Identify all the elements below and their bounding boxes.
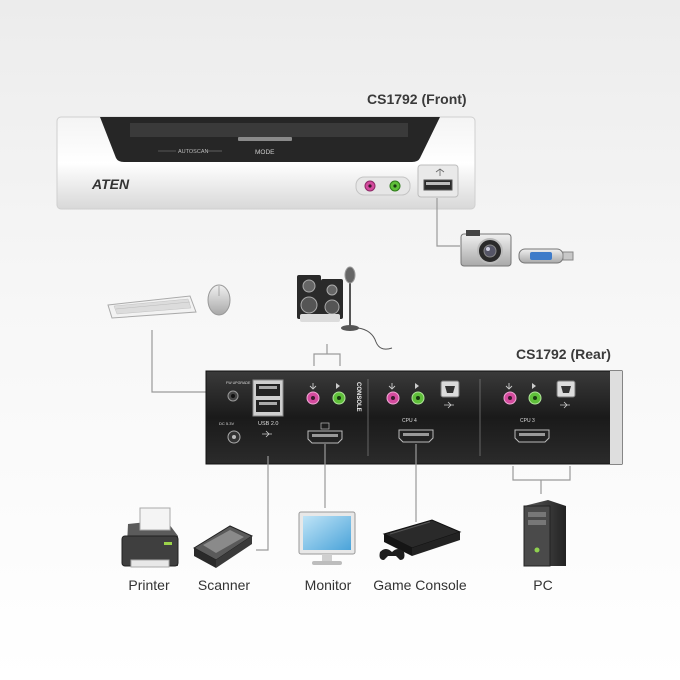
microphone-icon bbox=[341, 266, 393, 350]
console-speaker-symbol-icon bbox=[336, 383, 340, 389]
cpu4-label: CPU 4 bbox=[402, 418, 417, 424]
scanner-icon bbox=[193, 525, 254, 568]
cpu3-label: CPU 3 bbox=[520, 418, 535, 424]
printer-icon bbox=[121, 507, 179, 568]
game-console-icon bbox=[379, 519, 462, 560]
cpu4-speaker-symbol-icon bbox=[415, 383, 419, 389]
monitor-icon bbox=[298, 511, 356, 565]
camera-icon bbox=[460, 230, 512, 267]
cpu3-speaker-symbol-icon bbox=[532, 383, 536, 389]
autoscan-label: AUTOSCAN bbox=[178, 149, 208, 155]
cpu4-usb-symbol-icon bbox=[444, 401, 454, 409]
console-mic-symbol-icon bbox=[309, 383, 317, 390]
mouse-icon bbox=[207, 284, 231, 316]
usb-hub-port-2 bbox=[256, 400, 280, 412]
cpu3-usb-symbol-icon bbox=[560, 401, 570, 409]
front-display-window bbox=[130, 123, 408, 137]
usb-symbol-icon bbox=[262, 430, 272, 438]
pc-tower-icon bbox=[523, 500, 566, 567]
front-usb-connector-line bbox=[436, 198, 460, 247]
front-usb-icon bbox=[435, 168, 445, 176]
mode-label: MODE bbox=[255, 149, 275, 156]
keyboard-mouse-connector-line bbox=[151, 330, 208, 393]
rear-panel: FW UPGRADE DC 5.3V USB 2.0 CONSOLE bbox=[205, 370, 623, 465]
pc-label: PC bbox=[533, 577, 552, 593]
scanner-label: Scanner bbox=[198, 577, 250, 593]
front-panel: AUTOSCAN MODE ATEN bbox=[56, 116, 476, 210]
front-button-strip bbox=[238, 137, 292, 141]
rear-title: CS1792 (Rear) bbox=[516, 346, 611, 362]
game-console-label: Game Console bbox=[373, 577, 467, 593]
gamepad-icon bbox=[379, 549, 405, 560]
speaker-mic-connector-line bbox=[313, 344, 341, 366]
printer-label: Printer bbox=[128, 577, 170, 593]
rear-panel-endcap bbox=[610, 371, 622, 464]
front-audio-pod bbox=[355, 176, 411, 196]
fw-upgrade-label: FW UPGRADE bbox=[226, 381, 251, 385]
front-title: CS1792 (Front) bbox=[367, 91, 467, 107]
usb-label: USB 2.0 bbox=[258, 421, 278, 427]
console-monitor-symbol-icon bbox=[320, 422, 330, 430]
cpu3-mic-symbol-icon bbox=[505, 383, 513, 390]
usb-flash-drive-icon bbox=[518, 248, 574, 264]
speakers-icon bbox=[297, 275, 343, 322]
dc-label: DC 5.3V bbox=[219, 421, 234, 426]
console-label: CONSOLE bbox=[355, 382, 361, 412]
keyboard-icon bbox=[107, 295, 197, 319]
cpu3-to-pc-line bbox=[512, 466, 571, 494]
monitor-label: Monitor bbox=[305, 577, 352, 593]
cpu4-mic-symbol-icon bbox=[388, 383, 396, 390]
aten-logo: ATEN bbox=[91, 176, 130, 192]
usb-hub-port-1 bbox=[256, 384, 280, 396]
usb-to-printer-scanner-line bbox=[256, 456, 269, 551]
